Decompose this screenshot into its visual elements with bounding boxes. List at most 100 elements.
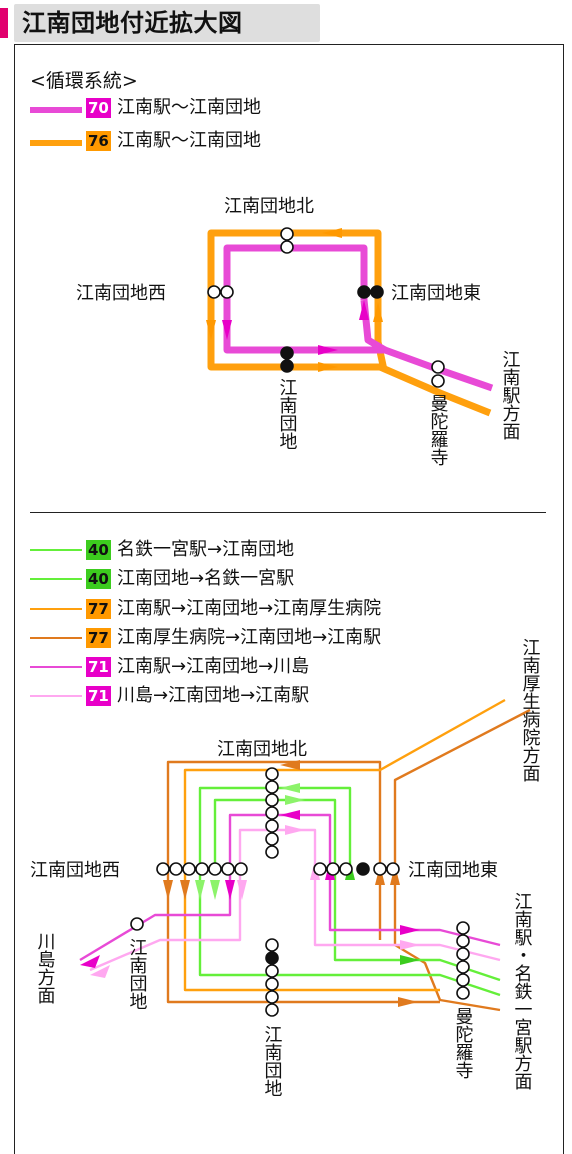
loop-label-west: 江南団地西 <box>76 283 166 304</box>
legend-text-71b: 川島→江南団地→江南駅 <box>117 685 310 706</box>
map-title: 江南団地付近拡大図 <box>22 9 243 37</box>
loop-stop-south-1 <box>280 346 294 360</box>
stop-north-3 <box>265 793 279 807</box>
stop-mandara-2 <box>456 934 470 948</box>
stop-west-1 <box>156 862 170 876</box>
loop-stop-mandara-2 <box>431 374 445 388</box>
stop-north-5 <box>265 819 279 833</box>
stop-south-2 <box>265 951 279 965</box>
legend-row-71b: 71 川島→江南団地→江南駅 <box>30 683 450 709</box>
through-direction-arrows <box>80 760 420 1007</box>
legend-line-76 <box>30 140 82 146</box>
loop-direction-arrows <box>206 228 383 372</box>
legend-line-40b <box>30 578 82 580</box>
loop-label-mandara: 曼陀羅寺 <box>428 394 449 466</box>
stop-west-4 <box>195 862 209 876</box>
legend-line-71a <box>30 666 82 668</box>
stop-south-4 <box>265 977 279 991</box>
stop-mandara-5 <box>456 973 470 987</box>
label-south-west: 江南団地 <box>127 938 148 1010</box>
loop-legend-header: <循環系統> <box>30 70 138 92</box>
through-stops <box>130 767 470 1017</box>
stop-west-6 <box>221 862 235 876</box>
title-box <box>14 4 320 42</box>
route-77b-loop <box>166 760 440 1004</box>
legend-text-40b: 江南団地→名鉄一宮駅 <box>117 568 295 589</box>
label-west: 江南団地西 <box>30 860 120 881</box>
label-kawashima: 川島方面 <box>35 932 56 1004</box>
section-divider <box>30 512 546 513</box>
stop-north-7 <box>265 845 279 859</box>
stop-mandara-6 <box>456 986 470 1000</box>
loop-stop-east-2 <box>370 285 384 299</box>
route-badge-71a: 71 <box>86 657 111 677</box>
stop-west-7 <box>234 862 248 876</box>
map-frame <box>14 44 564 1154</box>
label-south: 江南団地 <box>262 1025 283 1097</box>
legend-row-70: 70 江南駅〜江南団地 <box>30 95 350 121</box>
legend-text-77a: 江南駅→江南団地→江南厚生病院 <box>117 598 382 619</box>
route-badge-70: 70 <box>86 98 111 118</box>
stop-north-4 <box>265 806 279 820</box>
stop-north-1 <box>265 767 279 781</box>
label-konan-ichinomiya: 江南駅・名鉄一宮駅方面 <box>512 892 533 1090</box>
route-badge-40a: 40 <box>86 540 111 560</box>
loop-label-east: 江南団地東 <box>391 283 481 304</box>
loop-stop-north-1 <box>280 227 294 241</box>
legend-row-40b: 40 江南団地→名鉄一宮駅 <box>30 566 450 592</box>
stop-south-1 <box>265 938 279 952</box>
stop-kawashima <box>130 917 144 931</box>
legend-line-77a <box>30 608 82 610</box>
stop-west-5 <box>208 862 222 876</box>
title-accent-bar <box>0 8 8 38</box>
legend-row-71a: 71 江南駅→江南団地→川島 <box>30 654 450 680</box>
legend-line-71b <box>30 695 82 697</box>
label-mandara: 曼陀羅寺 <box>453 1007 474 1079</box>
loop-route-76 <box>207 229 492 417</box>
legend-text-70: 江南駅〜江南団地 <box>117 97 261 118</box>
stop-east-4 <box>356 862 370 876</box>
loop-stop-south-2 <box>280 359 294 373</box>
stop-south-5 <box>265 990 279 1004</box>
loop-label-north: 江南団地北 <box>224 196 314 217</box>
stop-south-3 <box>265 964 279 978</box>
route-badge-76: 76 <box>86 131 111 151</box>
legend-text-76: 江南駅〜江南団地 <box>117 130 261 151</box>
stop-mandara-4 <box>456 960 470 974</box>
loop-stop-north-2 <box>280 240 294 254</box>
loop-label-south: 江南団地 <box>277 378 298 450</box>
stop-mandara-1 <box>456 921 470 935</box>
label-hospital: 江南厚生病院方面 <box>520 638 541 782</box>
legend-row-77a: 77 江南駅→江南団地→江南厚生病院 <box>30 596 510 622</box>
route-badge-77b: 77 <box>86 628 111 648</box>
stop-east-3 <box>339 862 353 876</box>
route-badge-71b: 71 <box>86 686 111 706</box>
stop-east-2 <box>326 862 340 876</box>
stop-mandara-3 <box>456 947 470 961</box>
stop-north-2 <box>265 780 279 794</box>
legend-row-77b: 77 江南厚生病院→江南団地→江南駅 <box>30 625 510 651</box>
stop-east-6 <box>386 862 400 876</box>
stop-west-2 <box>169 862 183 876</box>
legend-text-77b: 江南厚生病院→江南団地→江南駅 <box>117 627 382 648</box>
legend-text-71a: 江南駅→江南団地→川島 <box>117 656 310 677</box>
legend-row-76: 76 江南駅〜江南団地 <box>30 128 350 154</box>
legend-text-40a: 名鉄一宮駅→江南団地 <box>117 539 295 560</box>
label-north: 江南団地北 <box>217 739 307 760</box>
stop-west-3 <box>182 862 196 876</box>
stop-south-6 <box>265 1003 279 1017</box>
loop-stop-west-1 <box>207 285 221 299</box>
stop-east-5 <box>373 862 387 876</box>
loop-stop-east-1 <box>357 285 371 299</box>
route-badge-40b: 40 <box>86 569 111 589</box>
legend-line-70 <box>30 107 82 113</box>
stop-north-6 <box>265 832 279 846</box>
loop-stop-west-2 <box>220 285 234 299</box>
loop-label-konan-sta: 江南駅方面 <box>500 350 521 440</box>
loop-stops <box>207 227 445 388</box>
legend-line-40a <box>30 549 82 551</box>
legend-line-77b <box>30 637 82 639</box>
loop-stop-mandara-1 <box>431 360 445 374</box>
label-east: 江南団地東 <box>408 860 498 881</box>
